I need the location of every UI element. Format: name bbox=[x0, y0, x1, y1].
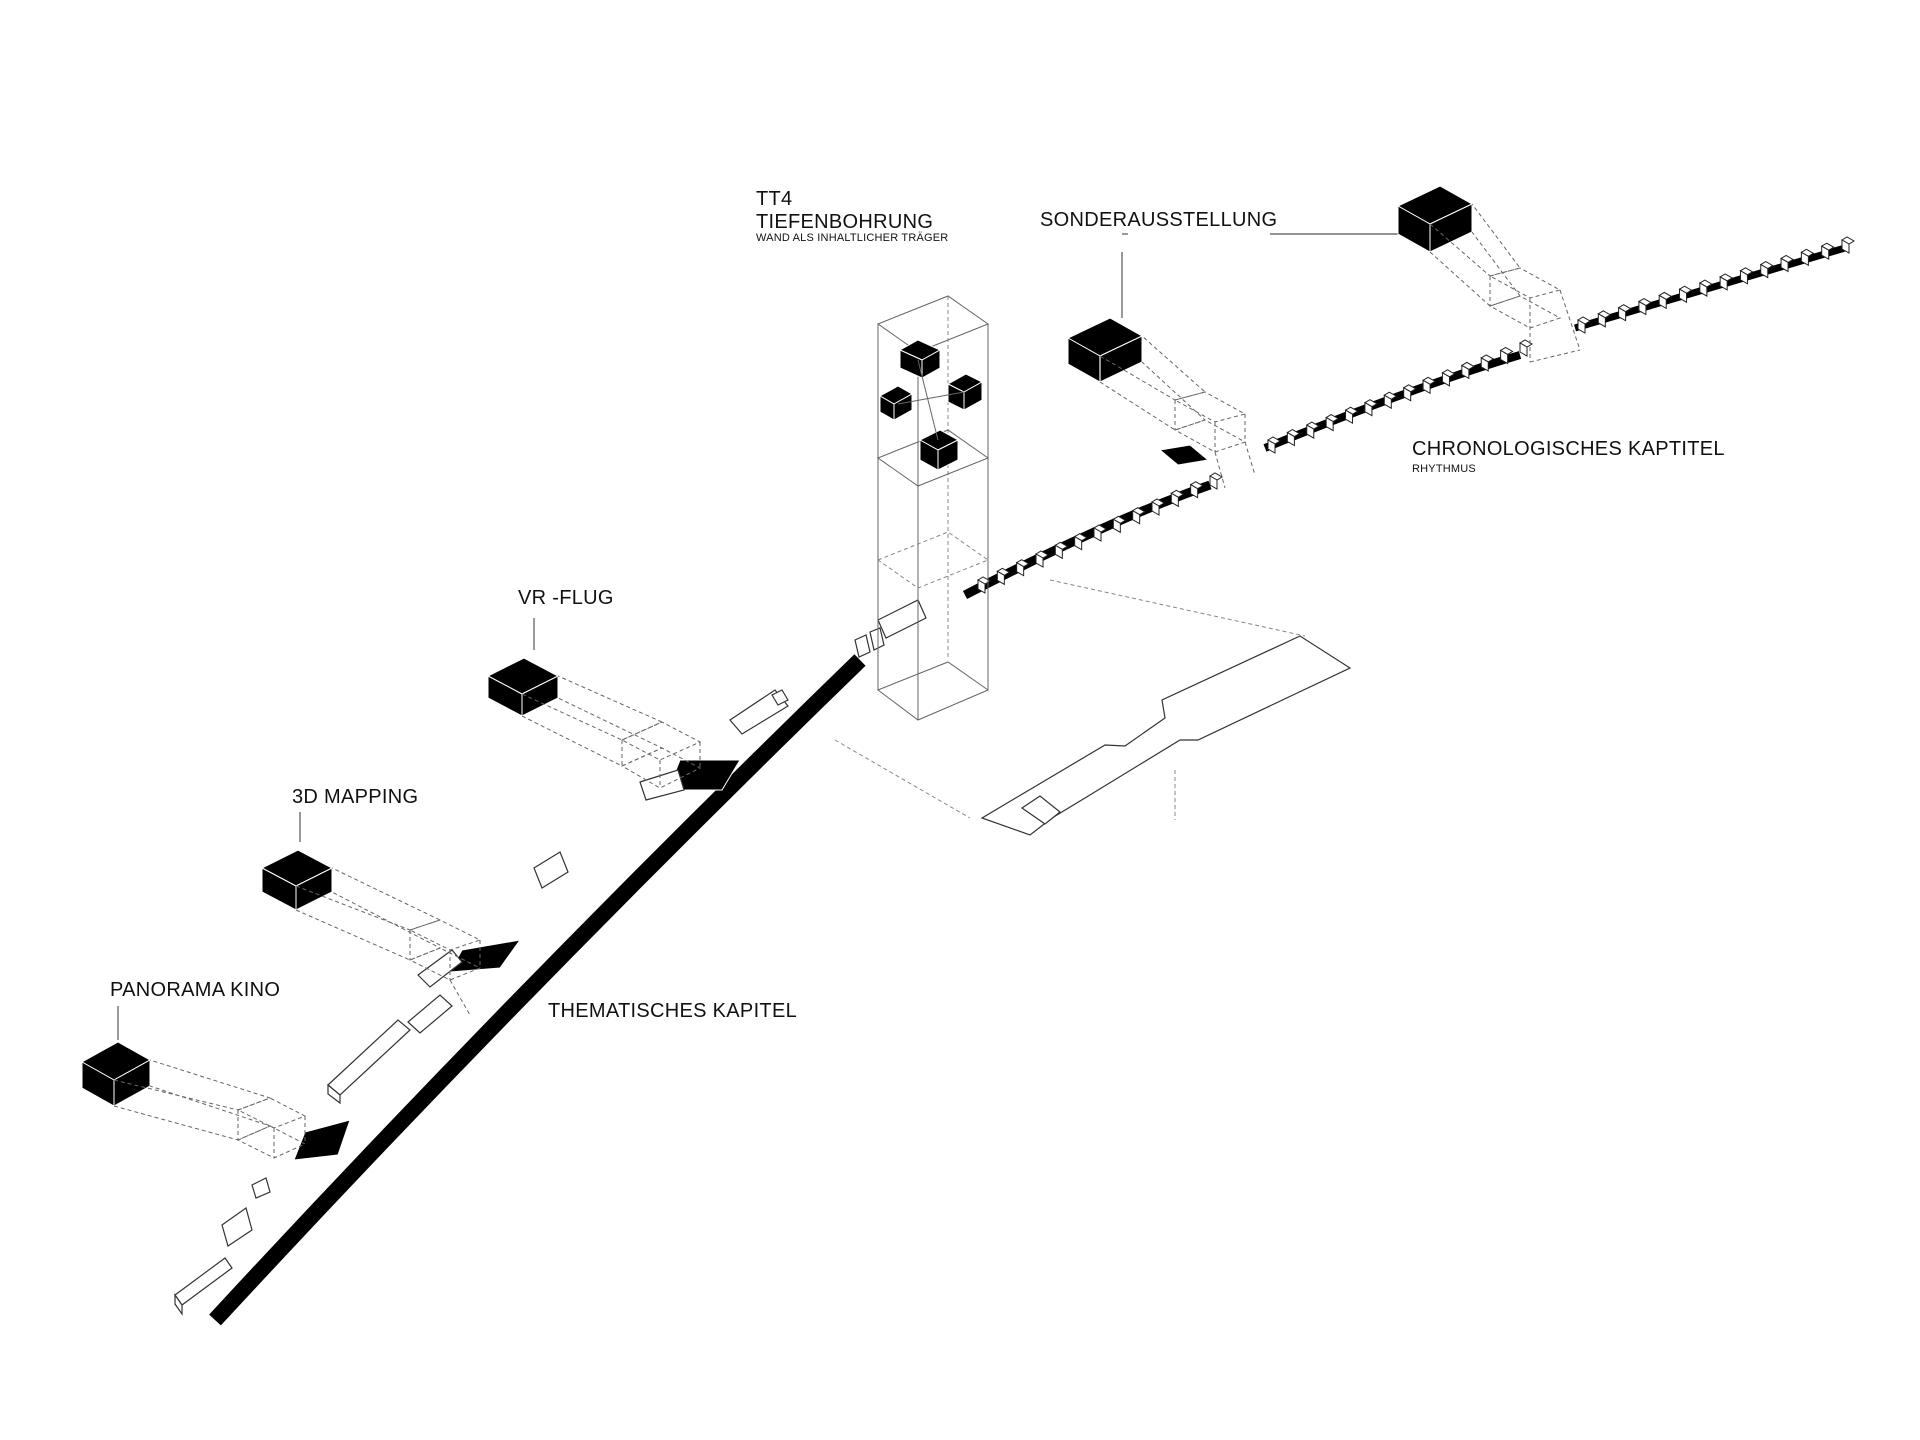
rhythm-element-face-8 bbox=[1132, 509, 1141, 525]
rhythm-element-face-3 bbox=[1035, 553, 1044, 568]
label-panorama: PANORAMA KINO bbox=[110, 979, 280, 1001]
chronological-wall-b bbox=[1263, 351, 1522, 452]
label-sonderausstellung: SONDERAUSSTELLUNG bbox=[1040, 209, 1277, 231]
sonder-box-left bbox=[1066, 317, 1256, 489]
rhythm-element-face-6 bbox=[1093, 527, 1102, 542]
display-long-1-side bbox=[327, 1083, 341, 1105]
chronological-comb bbox=[977, 236, 1855, 594]
panorama-box bbox=[80, 1041, 307, 1159]
rhythm-element-face-40 bbox=[1841, 239, 1850, 254]
label-tt4: TT4 bbox=[756, 188, 792, 210]
display-block-3 bbox=[639, 769, 685, 801]
rhythm-element-face-13 bbox=[1267, 439, 1276, 454]
rhythm-element-face-30 bbox=[1638, 300, 1647, 316]
rhythm-element-face-20 bbox=[1403, 386, 1412, 402]
display-block-7 bbox=[869, 627, 885, 651]
label-tiefenbohrung: TIEFENBOHRUNG bbox=[756, 211, 933, 233]
rhythm-element-face-10 bbox=[1170, 492, 1179, 508]
rhythm-element-face-15 bbox=[1306, 424, 1315, 439]
rhythm-element-face-29 bbox=[1618, 306, 1627, 322]
rhythm-element-face-16 bbox=[1325, 416, 1334, 432]
rhythm-element-face-9 bbox=[1151, 501, 1160, 516]
thematic-wall bbox=[209, 654, 866, 1326]
floor-plan-ramp bbox=[1020, 795, 1061, 825]
floor-plate-4 bbox=[1158, 444, 1210, 466]
mapping-box bbox=[260, 849, 482, 1016]
label-mapping: 3D MAPPING bbox=[292, 786, 418, 808]
display-stack bbox=[407, 994, 453, 1034]
display-block-4 bbox=[729, 689, 789, 735]
rhythm-element-face-34 bbox=[1719, 276, 1728, 291]
rhythm-element-face-31 bbox=[1658, 294, 1667, 310]
rhythm-element-face-39 bbox=[1821, 245, 1830, 261]
rhythm-element-face-35 bbox=[1739, 269, 1748, 285]
label-vrflug: VR -FLUG bbox=[518, 587, 614, 609]
display-long-1 bbox=[327, 1019, 411, 1096]
rhythm-element-face-32 bbox=[1679, 288, 1688, 304]
rhythm-element-face-0 bbox=[977, 579, 986, 594]
label-leaders bbox=[117, 233, 1400, 1040]
label-chronologisches: CHRONOLOGISCHES KAPTITEL bbox=[1412, 438, 1725, 460]
rhythm-element-face-27 bbox=[1577, 319, 1586, 334]
display-block-2 bbox=[533, 851, 569, 889]
rhythm-element-face-21 bbox=[1422, 379, 1431, 395]
rhythm-element-face-2 bbox=[1016, 561, 1025, 577]
chronological-wall-c bbox=[1574, 244, 1846, 332]
rhythm-element-face-19 bbox=[1383, 394, 1392, 410]
label-wand: WAND ALS INHALTLICHER TRÄGER bbox=[756, 232, 948, 244]
tt4-cube-left bbox=[878, 385, 914, 421]
sonder-box-right bbox=[1396, 185, 1581, 363]
rhythm-element-face-25 bbox=[1500, 349, 1509, 365]
bench-2 bbox=[221, 1207, 253, 1247]
display-block-1 bbox=[417, 949, 463, 988]
rhythm-element-face-4 bbox=[1054, 544, 1063, 560]
rhythm-element-face-22 bbox=[1441, 371, 1450, 387]
rhythm-element-face-18 bbox=[1364, 401, 1373, 417]
rhythm-element-face-33 bbox=[1699, 282, 1708, 297]
rhythm-element-face-26 bbox=[1519, 342, 1528, 357]
label-thematisches: THEMATISCHES KAPITEL bbox=[548, 1000, 797, 1022]
bench-1-top bbox=[174, 1293, 183, 1316]
tt4-cube-bottom bbox=[918, 429, 960, 471]
rhythm-element-face-5 bbox=[1074, 535, 1083, 551]
rhythm-element-face-38 bbox=[1800, 251, 1809, 267]
bench-1 bbox=[174, 1257, 233, 1306]
rhythm-element-face-36 bbox=[1760, 263, 1769, 279]
display-block-8 bbox=[877, 599, 927, 639]
floor-plate-2 bbox=[449, 939, 522, 973]
tt4-tower bbox=[876, 295, 990, 721]
rhythm-element-face-28 bbox=[1597, 312, 1606, 328]
vrflug-box bbox=[486, 657, 702, 789]
thematic-objects bbox=[174, 599, 927, 1316]
floor-plan-outline bbox=[834, 579, 1352, 836]
display-block-6 bbox=[854, 634, 871, 658]
labels: TT4 TIEFENBOHRUNG WAND ALS INHALTLICHER … bbox=[110, 188, 1725, 1022]
rhythm-element-face-1 bbox=[996, 570, 1005, 586]
label-rhythmus: RHYTHMUS bbox=[1412, 463, 1476, 475]
rhythm-element-face-23 bbox=[1461, 364, 1470, 380]
bench-3 bbox=[251, 1177, 271, 1199]
rhythm-element-face-24 bbox=[1480, 357, 1489, 372]
floor-plate-1 bbox=[293, 1119, 351, 1161]
display-block-5 bbox=[771, 689, 789, 706]
main-wall-spine bbox=[209, 244, 1846, 1326]
rhythm-element-face-7 bbox=[1112, 518, 1121, 534]
rhythm-element-face-12 bbox=[1209, 475, 1218, 490]
rhythm-element-face-14 bbox=[1286, 431, 1295, 447]
rhythm-element-face-17 bbox=[1345, 409, 1354, 425]
tt4-cube-right bbox=[946, 373, 984, 411]
tt4-cube-top bbox=[898, 339, 942, 379]
rhythm-element-face-11 bbox=[1190, 483, 1199, 499]
rhythm-element-face-37 bbox=[1780, 257, 1789, 273]
